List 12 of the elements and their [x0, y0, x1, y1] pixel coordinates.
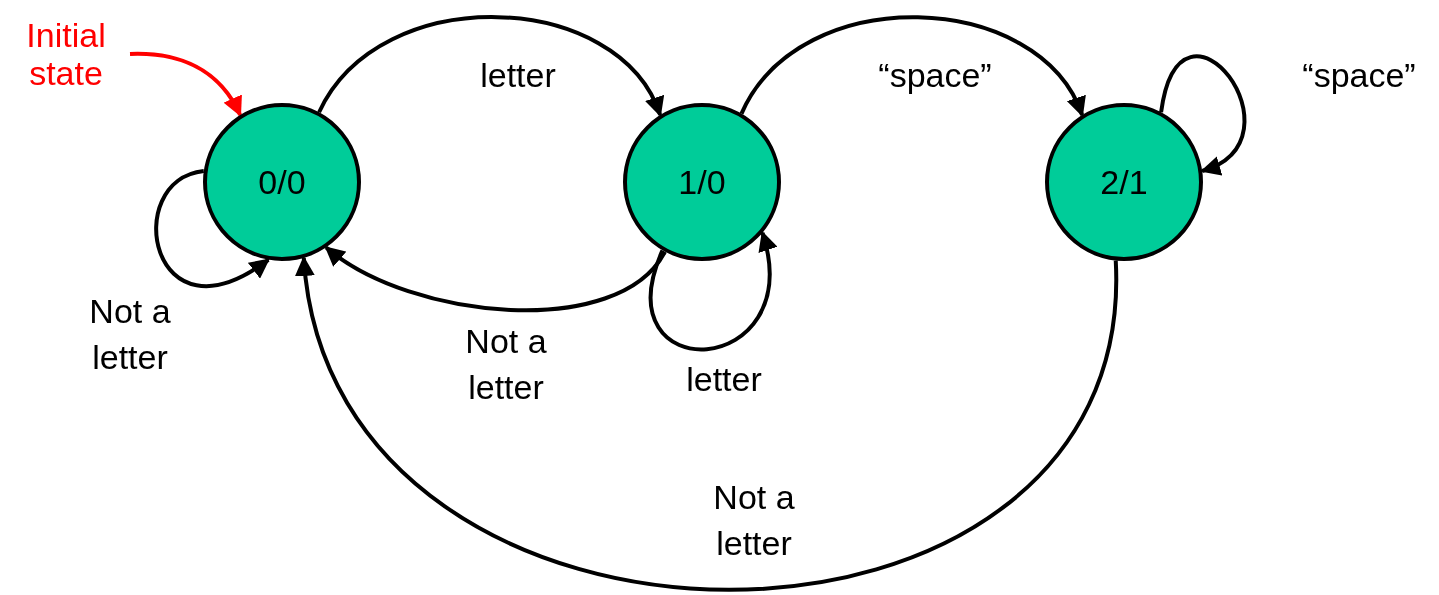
- transition-arrow: [297, 256, 1118, 592]
- start-label: Initial state: [8, 8, 124, 100]
- transition-arrow: [154, 169, 270, 288]
- state-circle: 1/0: [623, 103, 781, 261]
- state-circle: 2/1: [1045, 103, 1203, 261]
- transition-arrow: [324, 245, 667, 312]
- transition-arrow: [649, 230, 776, 352]
- state-circle: 0/0: [203, 103, 361, 261]
- transition-arrow: [317, 15, 662, 117]
- transition-arrow: [739, 15, 1084, 117]
- transition-arrow: [1159, 55, 1246, 173]
- transition-arrow: [130, 51, 242, 117]
